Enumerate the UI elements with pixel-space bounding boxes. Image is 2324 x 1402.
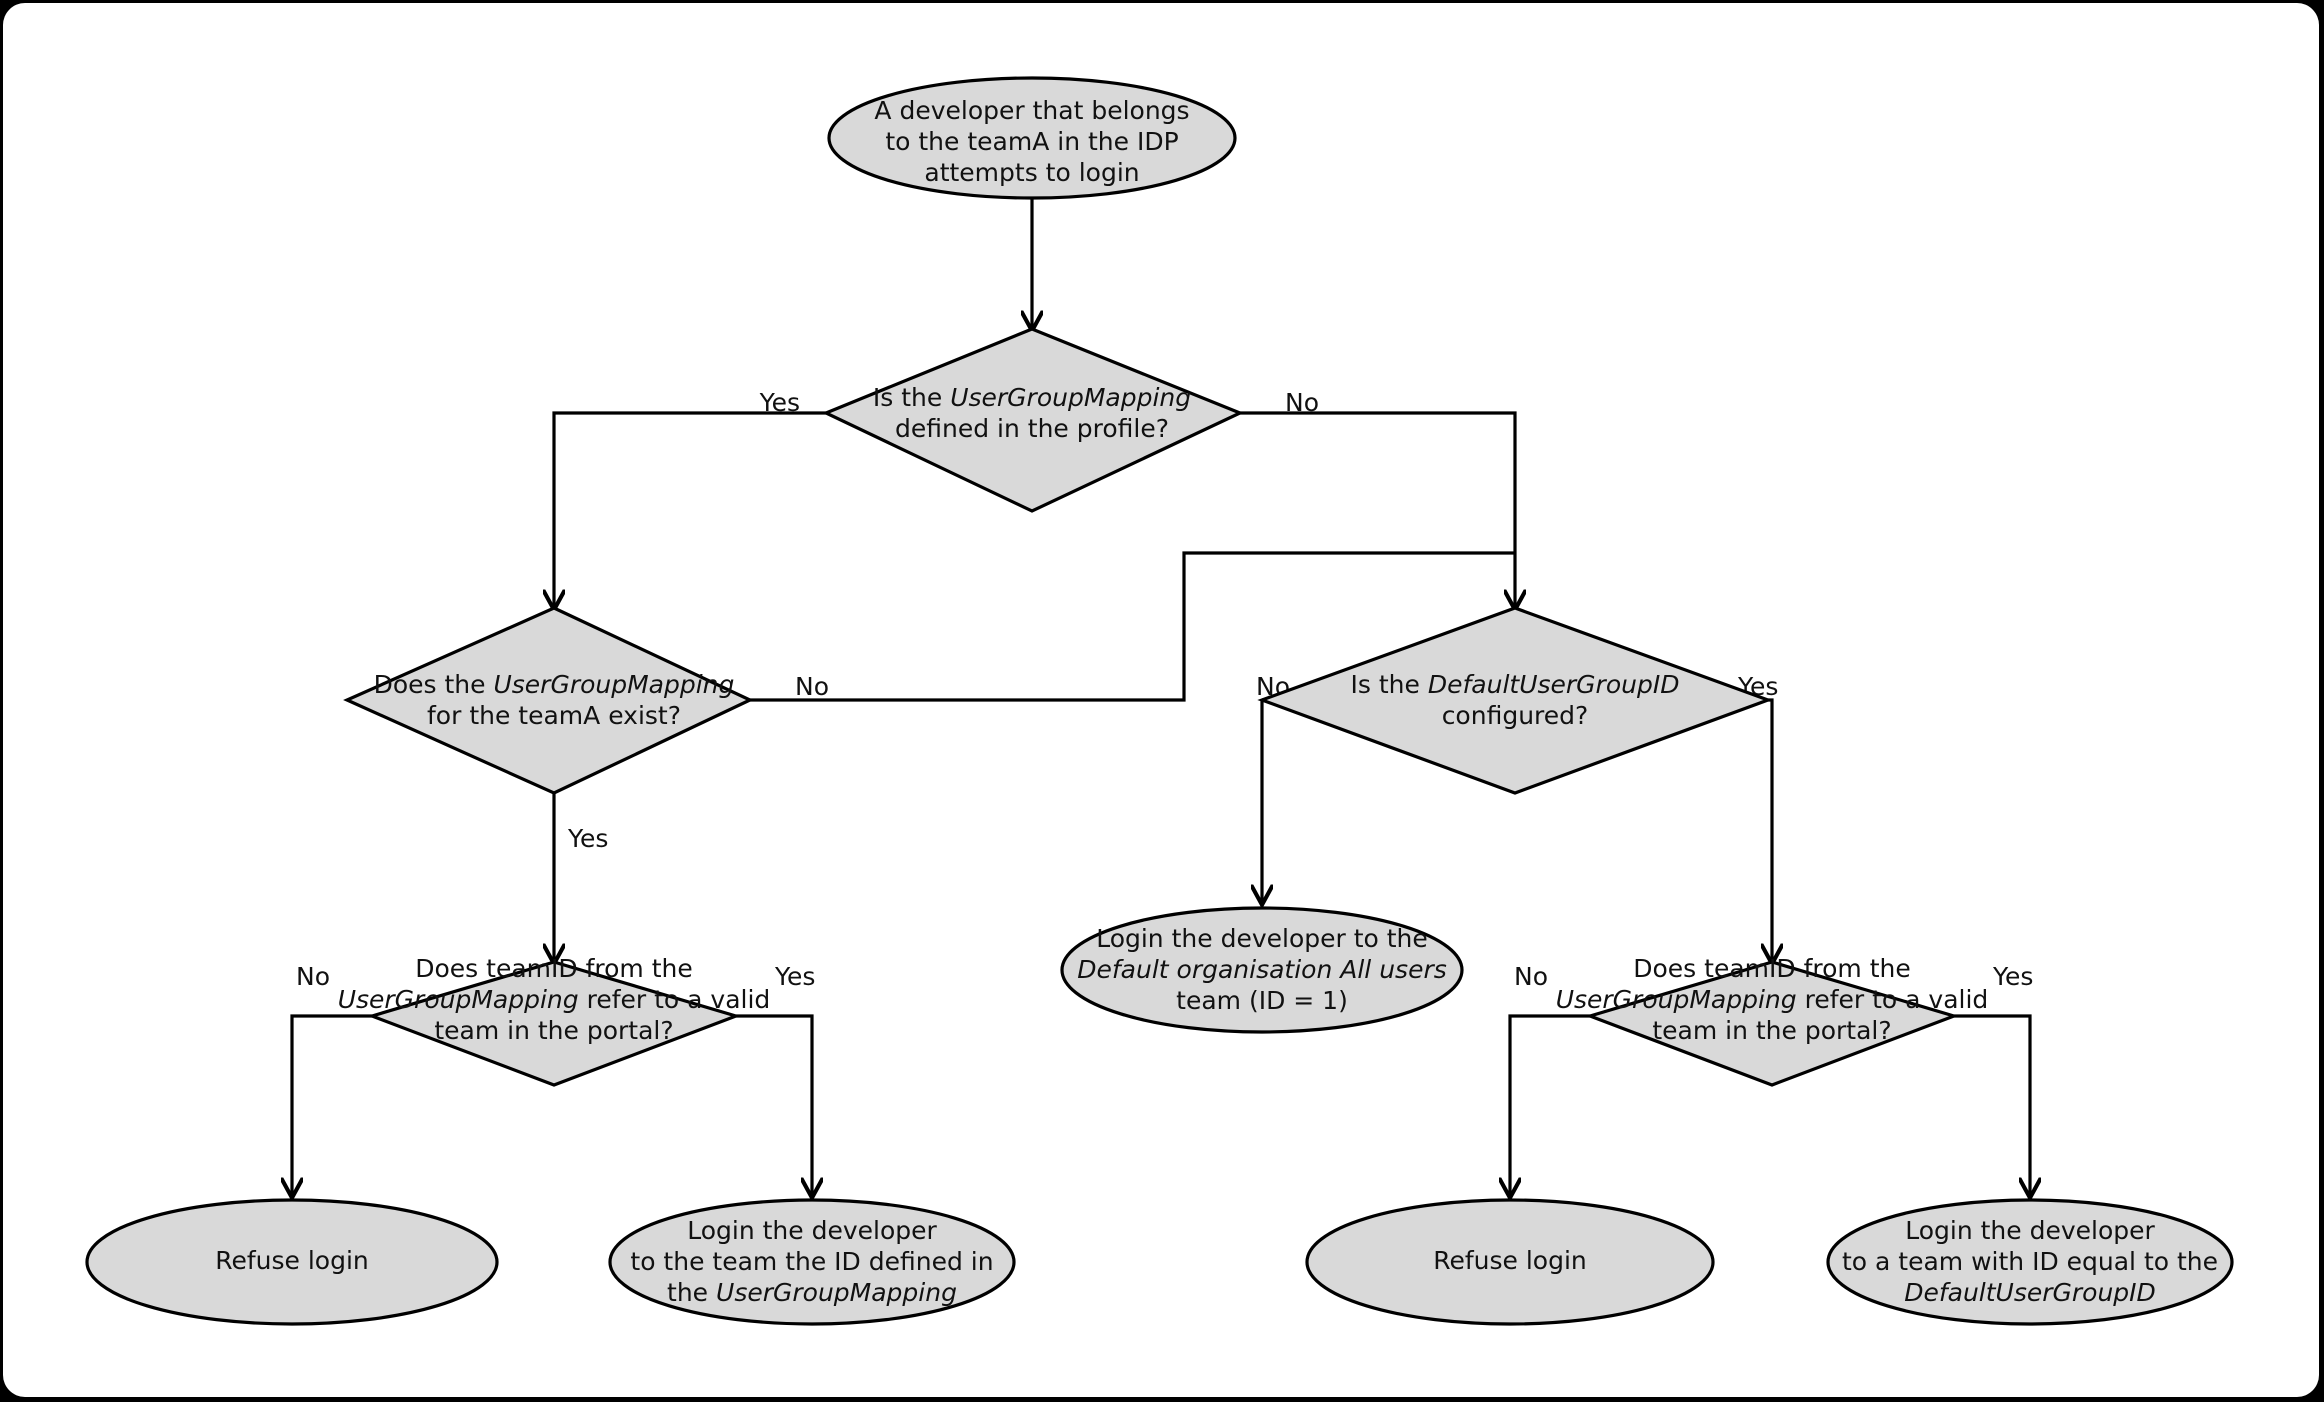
node-refuse-login-left[interactable]: Refuse login [85, 1198, 499, 1326]
node-d4-line-0: Does teamID from the [415, 954, 692, 983]
node-d3-line-1: configured? [1442, 701, 1589, 730]
node-d2-line-1: for the teamA exist? [427, 701, 681, 730]
node-login-default-org-line-0: Login the developer to the [1096, 924, 1428, 953]
node-d4[interactable]: Does teamID from the UserGroupMapping re… [338, 954, 771, 1087]
node-start-line-0: A developer that belongs [874, 96, 1189, 125]
node-d3-shape[interactable] [1257, 606, 1773, 795]
edge-d3-yes-to-d5 [1768, 698, 1772, 962]
node-d3[interactable]: Is the DefaultUserGroupID configured? [1257, 606, 1773, 795]
edge-label-d4-no: No [296, 962, 330, 991]
edge-d1-yes-to-d2 [554, 411, 826, 608]
node-login-default-org-shape[interactable] [1060, 906, 1464, 1034]
node-login-team-ugm[interactable]: Login the developer to the team the ID d… [608, 1198, 1016, 1326]
node-start-shape[interactable] [827, 76, 1237, 200]
node-login-default-org-line-1: Default organisation All users [1077, 955, 1447, 984]
edge-label-d4-yes: Yes [774, 962, 815, 991]
node-login-default-org-line-2: team (ID = 1) [1176, 986, 1348, 1015]
node-login-team-ugm-line-0: Login the developer [687, 1216, 937, 1245]
node-login-team-default-id-shape[interactable] [1826, 1198, 2234, 1326]
node-start[interactable]: A developer that belongs to the teamA in… [827, 76, 1237, 200]
edge-d2-no-to-d3 [750, 551, 1515, 702]
node-d2-line-0: Does the UserGroupMapping [374, 670, 735, 699]
node-d1-line-1: defined in the profile? [895, 414, 1169, 443]
node-refuse-login-left-line-0: Refuse login [215, 1246, 369, 1275]
node-d5-line-0: Does teamID from the [1633, 954, 1910, 983]
node-start-line-2: attempts to login [924, 158, 1139, 187]
node-d1-shape[interactable] [822, 327, 1244, 513]
node-d5[interactable]: Does teamID from the UserGroupMapping re… [1556, 954, 1989, 1087]
node-refuse-login-left-shape[interactable] [85, 1198, 499, 1326]
node-login-team-default-id-line-2: DefaultUserGroupID [1904, 1278, 2156, 1307]
edge-label-d5-no: No [1514, 962, 1548, 991]
edge-d5-no-to-refuse [1510, 1014, 1590, 1196]
node-d5-line-2: team in the portal? [1652, 1016, 1891, 1045]
node-d4-shape[interactable] [366, 960, 742, 1087]
edge-label-d5-yes: Yes [1992, 962, 2033, 991]
node-d2[interactable]: Does the UserGroupMapping for the teamA … [343, 606, 754, 795]
edge-d5-yes-to-login [1954, 1014, 2030, 1196]
node-login-team-ugm-shape[interactable] [608, 1198, 1016, 1326]
node-login-team-default-id-line-0: Login the developer [1905, 1216, 2155, 1245]
node-refuse-login-right-line-0: Refuse login [1433, 1246, 1587, 1275]
node-layer: A developer that belongs to the teamA in… [85, 76, 2234, 1326]
edge-label-d2-no: No [795, 672, 829, 701]
node-d5-line-1: UserGroupMapping refer to a valid [1556, 985, 1989, 1014]
node-login-team-default-id[interactable]: Login the developer to a team with ID eq… [1826, 1198, 2234, 1326]
node-d1[interactable]: Is the UserGroupMapping defined in the p… [822, 327, 1244, 513]
node-login-team-ugm-line-1: to the team the ID defined in [630, 1247, 993, 1276]
edge-label-d1-no: No [1285, 388, 1319, 417]
edge-d4-yes-to-login [736, 1014, 812, 1196]
node-d3-line-0: Is the DefaultUserGroupID [1351, 670, 1680, 699]
node-start-line-1: to the teamA in the IDP [885, 127, 1178, 156]
node-login-team-ugm-line-2: the UserGroupMapping [667, 1278, 957, 1307]
edge-label-d1-yes: Yes [759, 388, 800, 417]
node-login-team-default-id-line-1: to a team with ID equal to the [1842, 1247, 2218, 1276]
node-login-default-org[interactable]: Login the developer to the Default organ… [1060, 906, 1464, 1034]
node-d5-shape[interactable] [1584, 960, 1960, 1087]
node-d2-shape[interactable] [343, 606, 754, 795]
node-d1-line-0: Is the UserGroupMapping [873, 383, 1191, 412]
edge-d4-no-to-refuse [292, 1014, 372, 1196]
node-d4-line-1: UserGroupMapping refer to a valid [338, 985, 771, 1014]
edge-label-d2-yes: Yes [567, 824, 608, 853]
node-refuse-login-right[interactable]: Refuse login [1305, 1198, 1715, 1326]
node-refuse-login-right-shape[interactable] [1305, 1198, 1715, 1326]
edge-d1-no-to-d3 [1240, 411, 1515, 608]
node-d4-line-2: team in the portal? [434, 1016, 673, 1045]
